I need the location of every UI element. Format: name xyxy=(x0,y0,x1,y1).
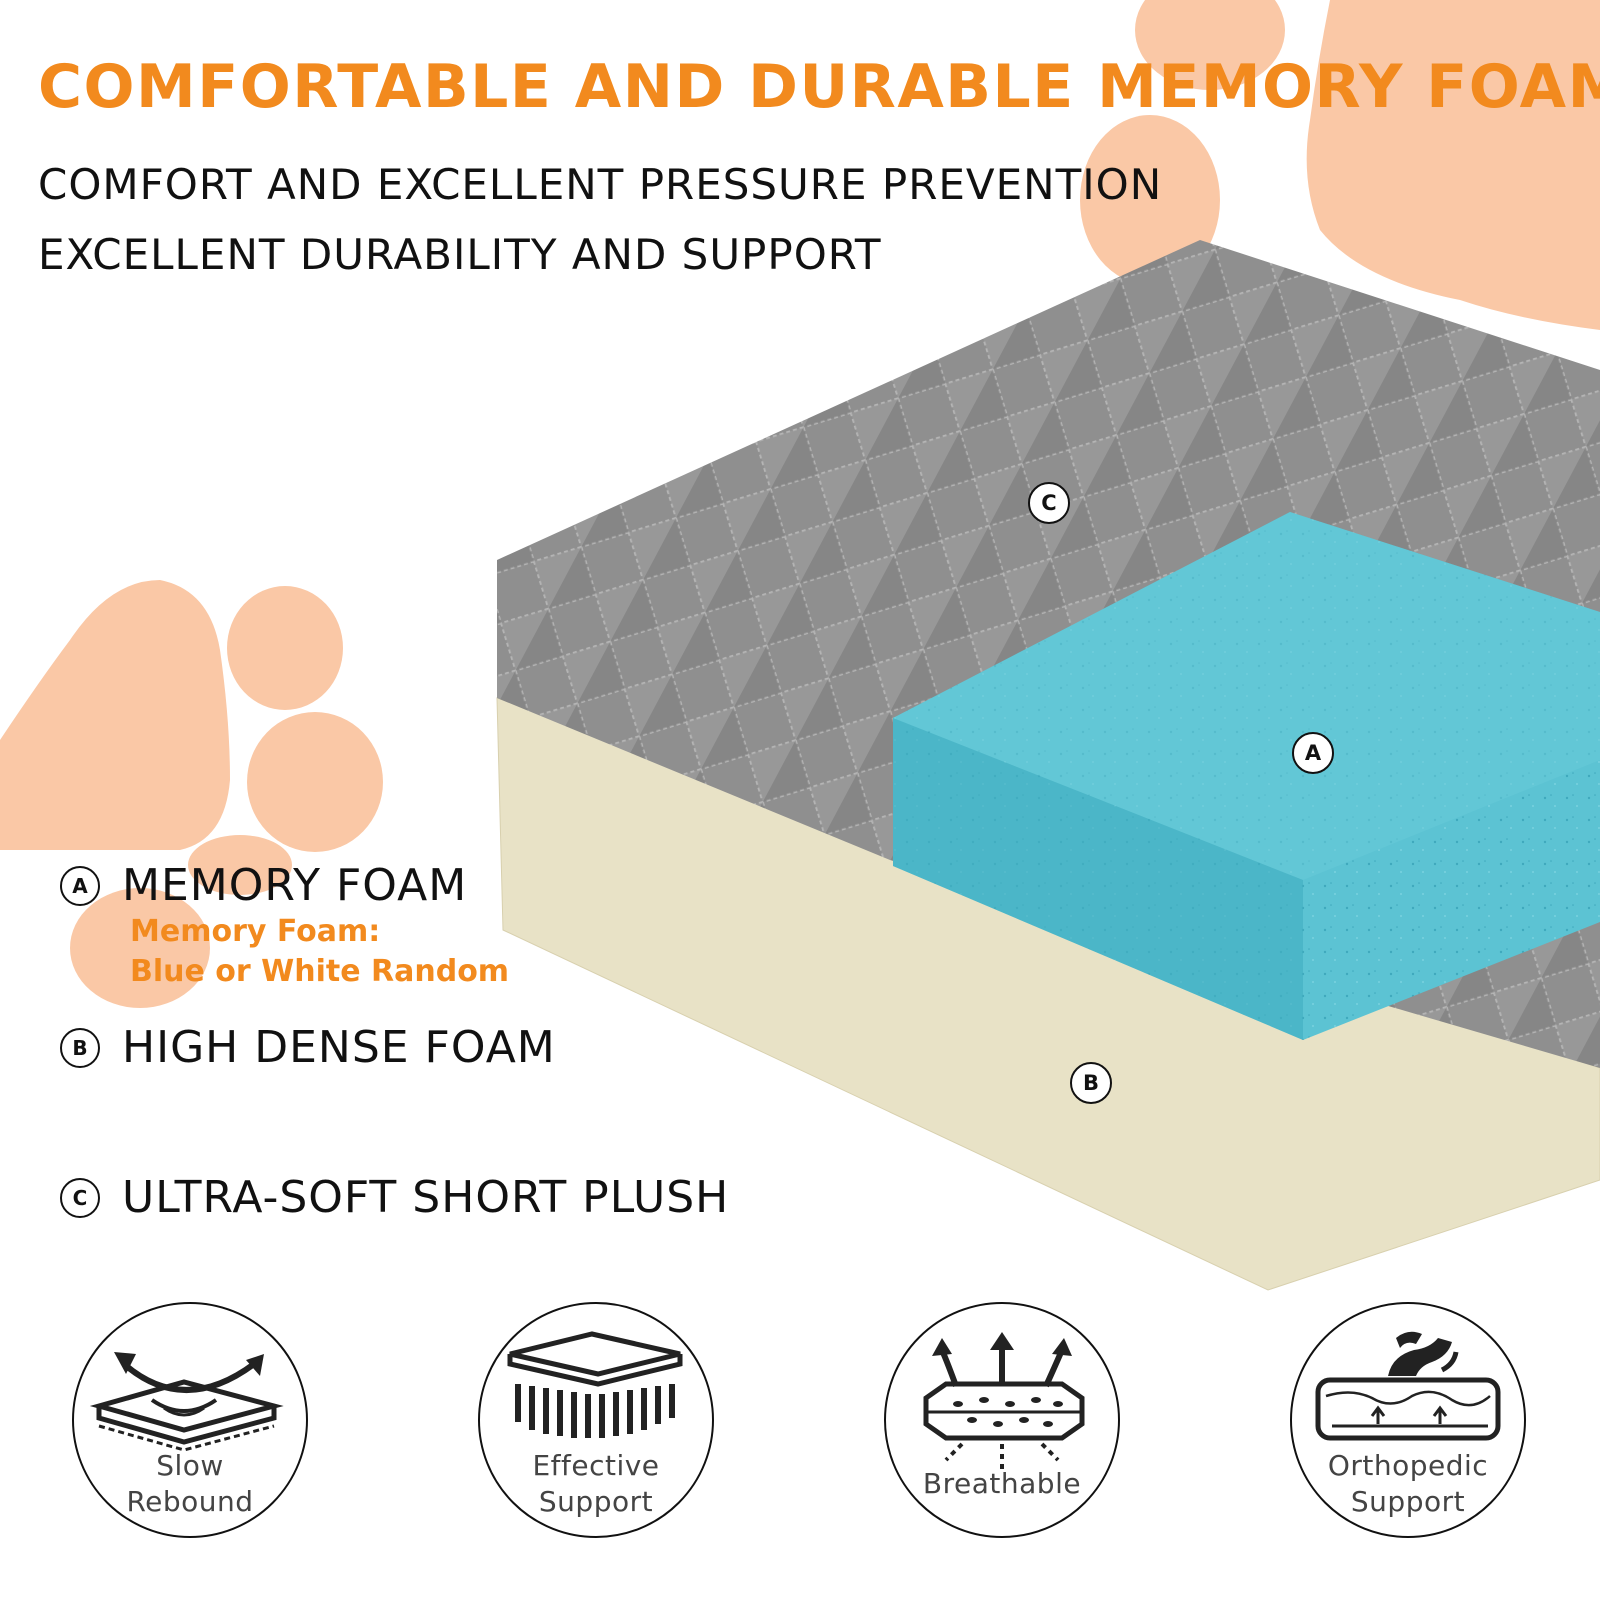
feature-label-effective-support-2: Support xyxy=(538,1485,654,1518)
subtitle-line-2: EXCELLENT DURABILITY AND SUPPORT xyxy=(38,230,882,279)
legend-badge-a: A xyxy=(60,865,100,906)
paw-print-top-right xyxy=(1080,0,1600,330)
legend-label-ultra-soft-plush: ULTRA-SOFT SHORT PLUSH xyxy=(122,1172,730,1223)
feature-breathable: Breathable xyxy=(884,1302,1120,1538)
legend-label-high-dense-foam: HIGH DENSE FOAM xyxy=(122,1022,556,1073)
feature-label-effective-support-1: Effective xyxy=(532,1449,660,1482)
marker-a: A xyxy=(1292,732,1334,774)
subtitle-line-1: COMFORT AND EXCELLENT PRESSURE PREVENTIO… xyxy=(38,160,1163,209)
breathable-icon xyxy=(923,1332,1085,1472)
feature-orthopedic-support: Orthopedic Support xyxy=(1290,1302,1526,1538)
legend-badge-c: C xyxy=(60,1177,100,1218)
orthopedic-support-icon xyxy=(1315,1331,1501,1441)
marker-b: B xyxy=(1070,1062,1112,1104)
effective-support-icon xyxy=(507,1331,683,1438)
legend-item-memory-foam: A MEMORY FOAM xyxy=(60,860,467,911)
legend-item-high-dense-foam: B HIGH DENSE FOAM xyxy=(60,1022,556,1073)
legend-item-ultra-soft-plush: C ULTRA-SOFT SHORT PLUSH xyxy=(60,1172,729,1223)
feature-label-slow-rebound-2: Rebound xyxy=(126,1485,254,1518)
page-title: COMFORTABLE AND DURABLE MEMORY FOAM xyxy=(38,52,1600,122)
feature-slow-rebound: Slow Rebound xyxy=(72,1302,308,1538)
slow-rebound-icon xyxy=(89,1352,284,1452)
memory-foam-note-line-1: Memory Foam: xyxy=(130,914,381,949)
legend-badge-b: B xyxy=(60,1027,100,1068)
feature-effective-support: Effective Support xyxy=(478,1302,714,1538)
feature-label-slow-rebound-1: Slow xyxy=(156,1449,224,1482)
paw-print-left xyxy=(0,580,383,1008)
legend-label-memory-foam: MEMORY FOAM xyxy=(122,860,468,911)
memory-foam-note-line-2: Blue or White Random xyxy=(130,954,510,989)
feature-label-breathable: Breathable xyxy=(922,1467,1082,1500)
marker-c: C xyxy=(1028,482,1070,524)
feature-label-orthopedic-support-1: Orthopedic xyxy=(1327,1449,1489,1482)
feature-label-orthopedic-support-2: Support xyxy=(1350,1485,1466,1518)
